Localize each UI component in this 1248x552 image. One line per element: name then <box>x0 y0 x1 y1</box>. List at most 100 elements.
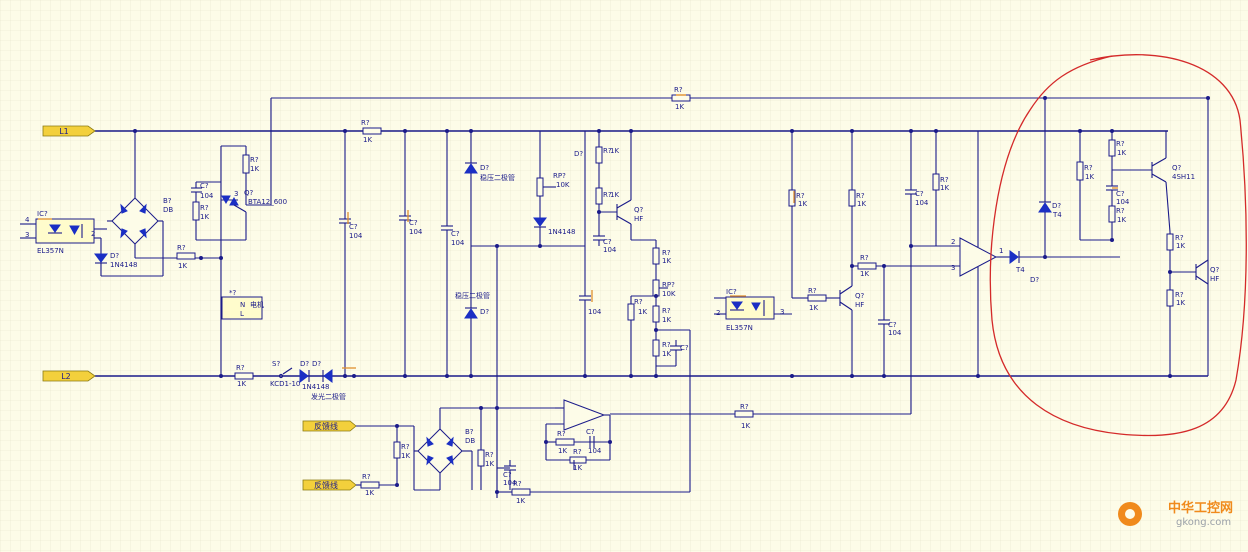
bridge1-part: DB <box>163 206 173 214</box>
watermark-brand: 中华工控网 <box>1168 500 1233 516</box>
rp2-value: 10K <box>662 290 676 298</box>
optocoupler-input: IC? EL357N 4 3 2 <box>20 210 107 255</box>
r-v2-designator: R? <box>856 192 865 200</box>
load-pin-l: L <box>240 310 244 318</box>
q1-part: HF <box>634 215 643 223</box>
c2-designator: C? <box>409 219 418 227</box>
r-triac-designator: R? <box>200 204 209 212</box>
c-q1-value: 104 <box>603 246 617 254</box>
capacitor-c2: C? 104 <box>399 131 423 376</box>
d-s1-part: 1N4148 <box>302 383 330 391</box>
d-q1-designator: D? <box>574 150 583 158</box>
opto2-designator: IC? <box>726 288 737 296</box>
d-s2-designator: D? <box>312 360 321 368</box>
r-op2-designator: R? <box>573 448 582 456</box>
r-h3-designator: R? <box>1116 207 1125 215</box>
transistor-q2-section: R? 1K R? 1K Q? HF <box>788 131 865 376</box>
r-triac-value: 1K <box>200 213 209 221</box>
comparator-pin2: 2 <box>951 238 955 246</box>
triac-section: C? 104 R? 1K R? 1K Q? BTA12_600 3 <box>191 145 287 376</box>
transistor-q1-section: D? R? 1K R? 1K Q? HF C? 104 <box>574 131 656 254</box>
opto1-pin4: 4 <box>25 216 30 224</box>
load-pin-n: N <box>240 301 245 309</box>
r-h4-designator: R? <box>1175 234 1184 242</box>
port-l2-label: L2 <box>61 372 71 381</box>
c2-value: 104 <box>409 228 423 236</box>
opto1-pin3: 3 <box>25 231 29 239</box>
load-note: 电机 <box>250 300 264 309</box>
port-feedback-1: 反馈线 <box>302 420 357 432</box>
zener1-part: 稳压二极管 <box>480 173 515 182</box>
watermark: 中华工控网 gkong.com <box>1118 500 1233 528</box>
bridge2-part: DB <box>465 437 475 445</box>
led-part: 发光二极管 <box>311 392 346 401</box>
resistor-r-top: R? 1K <box>671 86 691 111</box>
r-fb4-designator: R? <box>513 480 522 488</box>
r-cb-designator: R? <box>662 341 671 349</box>
c-op-value: 104 <box>588 447 602 455</box>
r-cm-value: 1K <box>662 316 671 324</box>
q3-designator: Q? <box>1172 164 1182 172</box>
r-fb1-designator: R? <box>362 473 371 481</box>
r-top-value: 1K <box>675 103 684 111</box>
triac-pin3: 3 <box>234 190 238 198</box>
r-in-value: 1K <box>178 262 187 270</box>
q2-part: HF <box>855 301 864 309</box>
bridge1-designator: B? <box>163 197 172 205</box>
opto1-pin2: 2 <box>91 230 95 238</box>
c-h-designator: C? <box>1116 190 1125 198</box>
r-out-designator: R? <box>740 403 749 411</box>
opto1-designator: IC? <box>37 210 48 218</box>
r-l2-value: 1K <box>237 380 246 388</box>
zener-1: D? 稳压二极管 <box>464 131 515 246</box>
r-q1a-designator: R? <box>603 147 612 155</box>
resistor-r-in: R? 1K <box>176 244 196 270</box>
d-mid-part: 1N4148 <box>548 228 576 236</box>
zener2-part: 稳压二极管 <box>455 291 490 300</box>
bridge2-designator: B? <box>465 428 474 436</box>
port-feedback-1-label: 反馈线 <box>314 421 338 431</box>
d-t4-part: T4 <box>1052 211 1062 219</box>
rp2-designator: RP? <box>662 281 675 289</box>
capacitor-c3: C? 104 <box>441 131 465 376</box>
port-l1: L1 <box>42 125 96 137</box>
r-in-designator: R? <box>177 244 186 252</box>
opto1-part: EL357N <box>37 247 64 255</box>
op-amp: R? 1K R? 1K C? 104 R? 1K <box>545 399 911 472</box>
r-h5-designator: R? <box>1175 291 1184 299</box>
r-gate-designator: R? <box>250 156 259 164</box>
r-h1-designator: R? <box>1084 164 1093 172</box>
r-cb-value: 1K <box>662 350 671 358</box>
comparator-input-network: R? 1K R? 1K C? 104 C? 104 R? 1K <box>848 131 960 414</box>
r-l1-value: 1K <box>363 136 372 144</box>
r-gate-value: 1K <box>250 165 259 173</box>
c3-designator: C? <box>451 230 460 238</box>
c-h-value: 104 <box>1116 198 1130 206</box>
l2-chain: R? 1K S? KCD1-10 D? 1N4148 D? 发光二极管 <box>234 360 346 401</box>
c-op-designator: C? <box>586 428 595 436</box>
motor-load: *? N L 电机 <box>221 289 264 320</box>
r-q2-value: 1K <box>860 270 869 278</box>
r-h1-value: 1K <box>1085 173 1094 181</box>
c-triac-value: 104 <box>200 192 214 200</box>
c-triac-designator: C? <box>200 182 209 190</box>
r-l1-designator: R? <box>361 119 370 127</box>
d-input-part: 1N4148 <box>110 261 138 269</box>
d-t4-designator: D? <box>1052 202 1061 210</box>
r-o2-designator: R? <box>808 287 817 295</box>
r-fb3-value: 1K <box>485 460 494 468</box>
r-h2-value: 1K <box>1117 149 1126 157</box>
load-designator: *? <box>229 289 237 297</box>
r-v1-designator: R? <box>796 192 805 200</box>
r-op1-designator: R? <box>557 430 566 438</box>
r-ch-value: 1K <box>662 257 671 265</box>
switch-designator: S? <box>272 360 280 368</box>
r-b3-value: 1K <box>940 184 949 192</box>
edit-marks <box>38 187 1118 369</box>
rp1-designator: RP? <box>553 172 566 180</box>
triac-designator: Q? <box>244 189 254 197</box>
c-fb-designator: C? <box>503 471 512 479</box>
r-op1-value: 1K <box>558 447 567 455</box>
divider-chain: R? 1K RP? 10K R? 1K R? 1K R? 1K C? <box>627 240 691 492</box>
r-h4-value: 1K <box>1176 242 1185 250</box>
